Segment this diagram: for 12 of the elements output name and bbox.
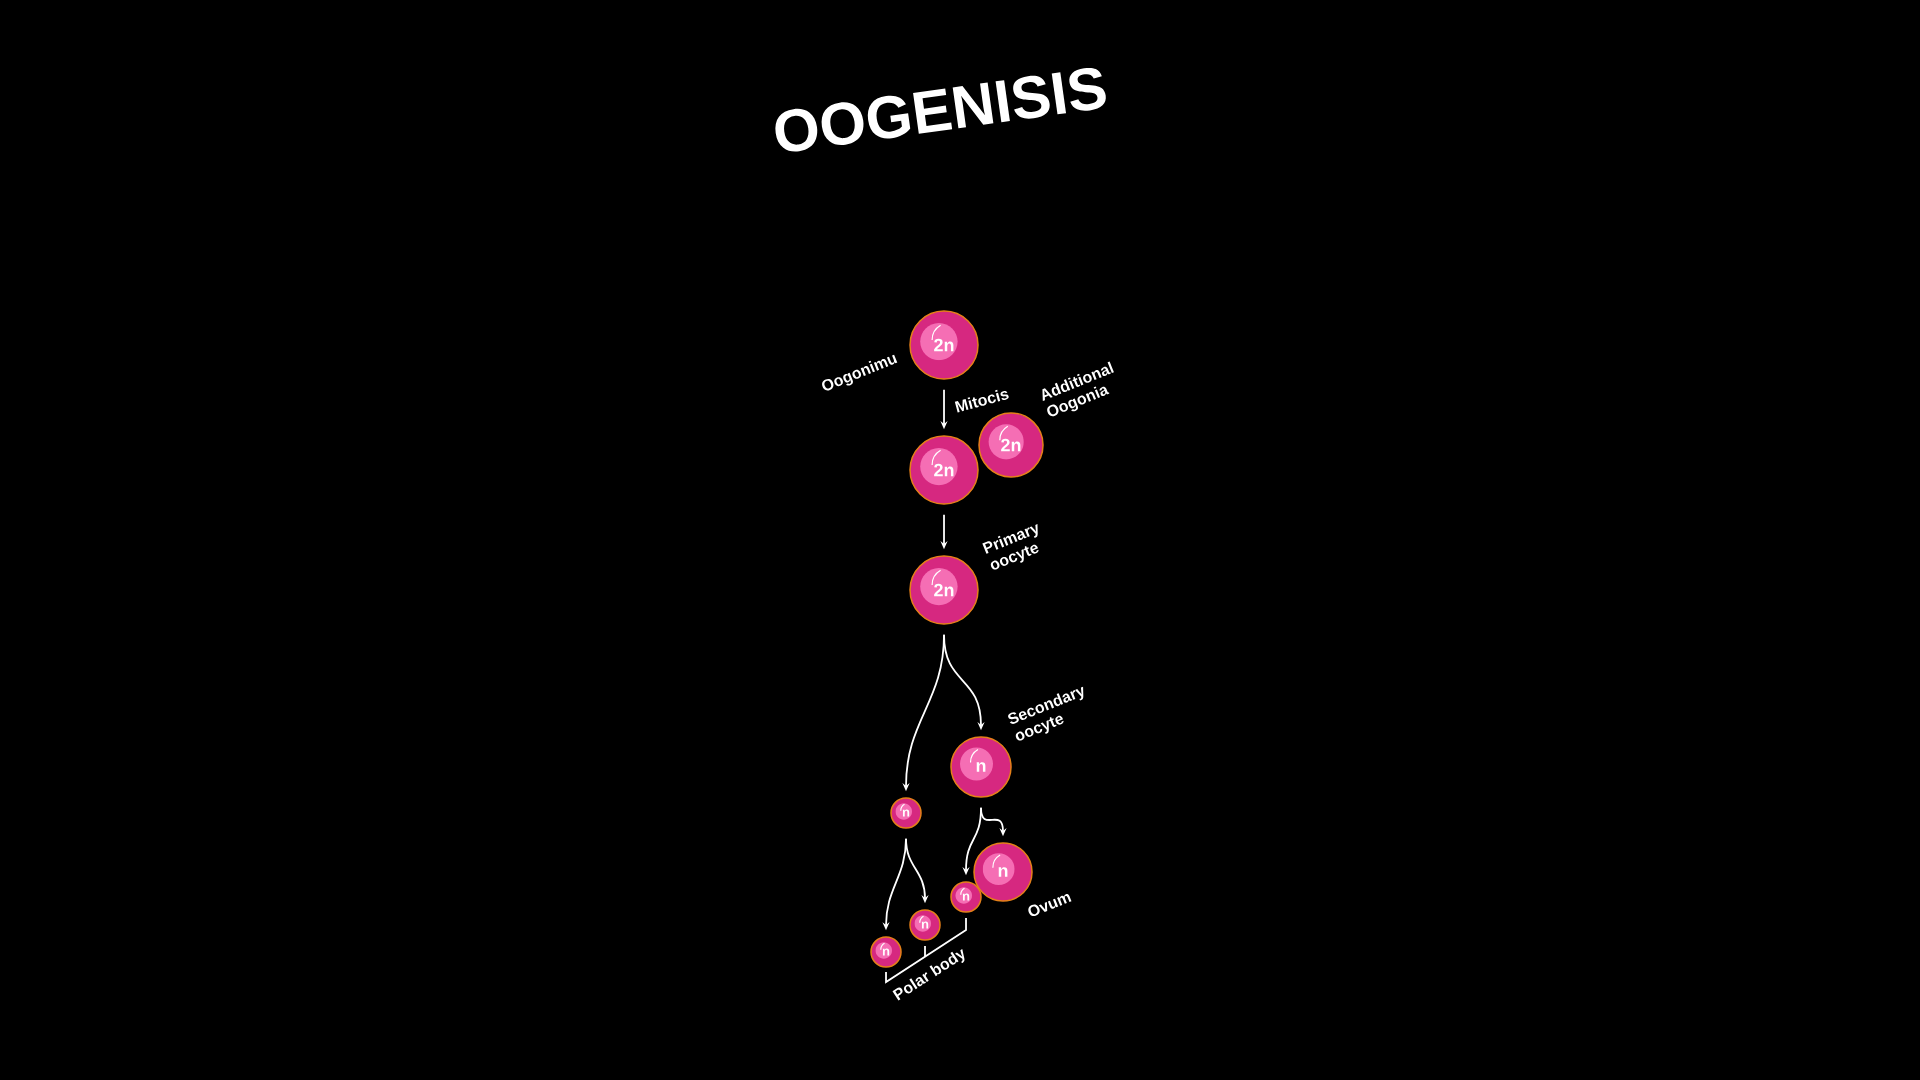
cell: n xyxy=(909,909,941,941)
cell: n xyxy=(950,881,982,913)
cell: n xyxy=(973,842,1033,902)
cell: n xyxy=(870,936,902,968)
edge-label: Mitocis xyxy=(952,386,1012,415)
cell: 2n xyxy=(909,435,979,505)
cell: 2n xyxy=(978,412,1044,478)
title: OOGENISIS xyxy=(775,67,1106,152)
cell: n xyxy=(890,797,922,829)
cell: 2n xyxy=(909,310,979,380)
cell: 2n xyxy=(909,555,979,625)
cell: n xyxy=(950,736,1012,798)
